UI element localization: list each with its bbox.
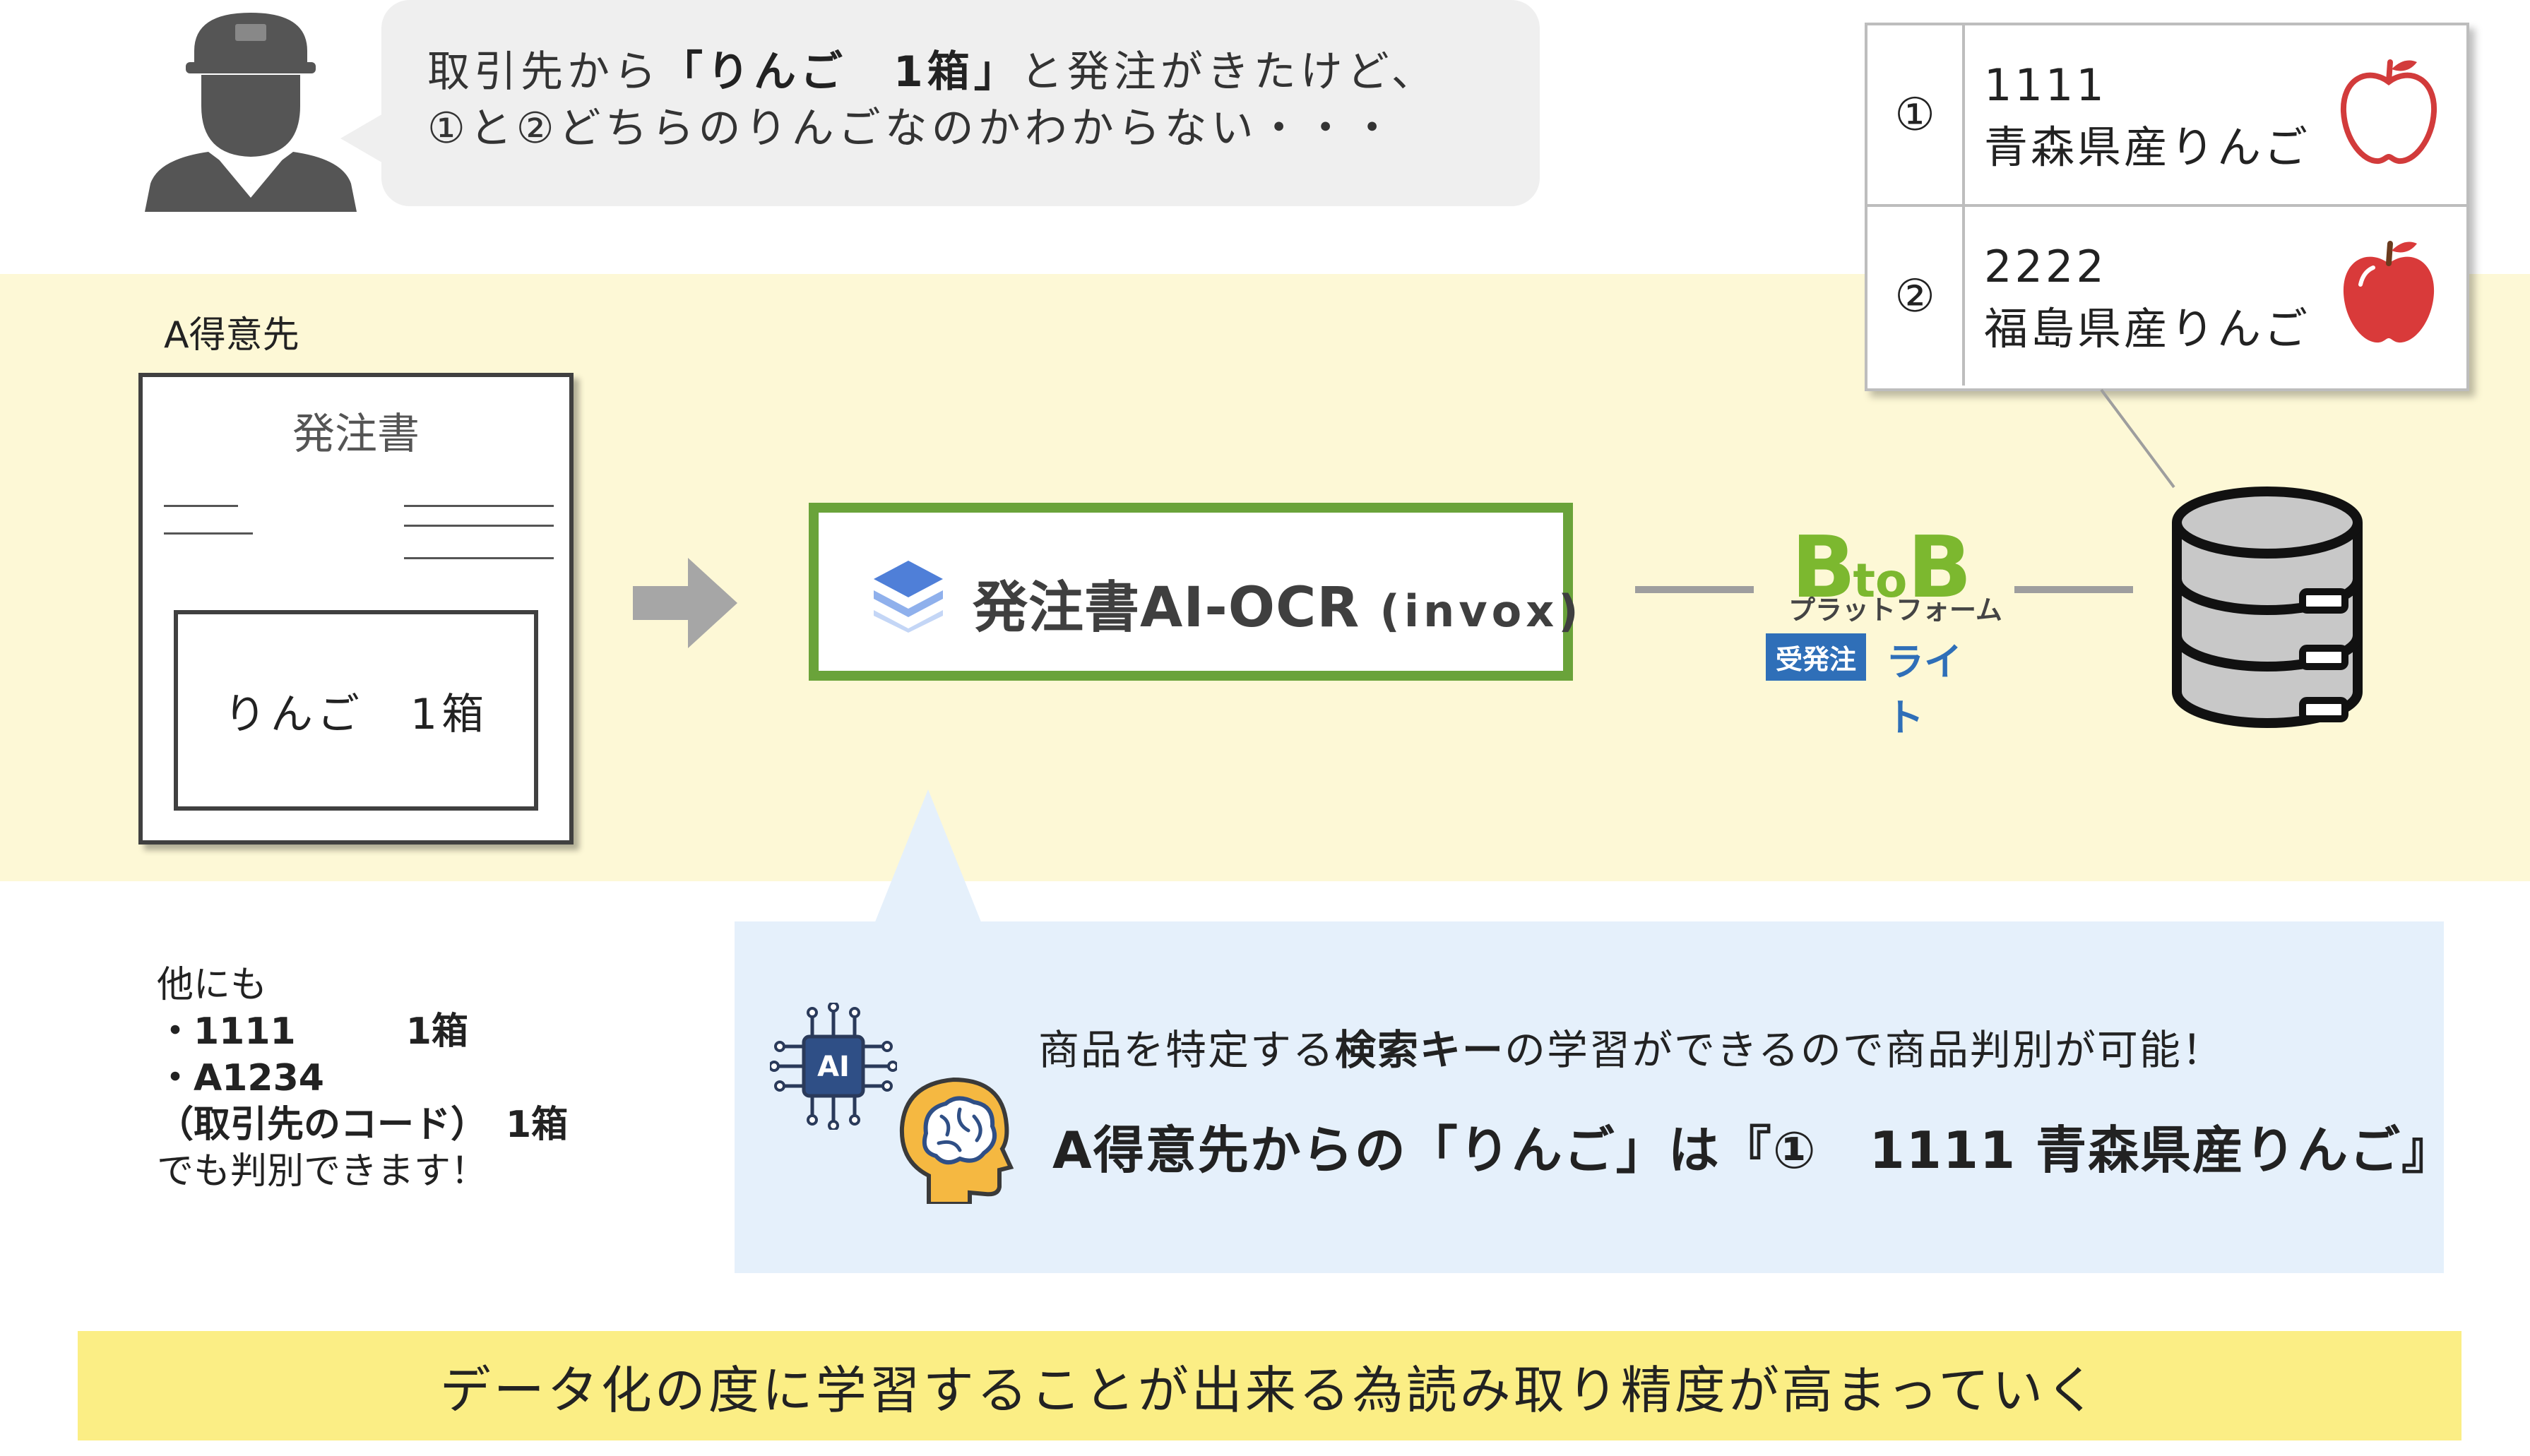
document-line xyxy=(404,525,554,527)
btob-platform-logo: BtoB プラットフォーム 受発注 ライト xyxy=(1766,519,2002,740)
layers-logo-icon xyxy=(874,561,943,633)
product-row: ② 2222 福島県産りんご xyxy=(1867,204,2466,386)
ai-ocr-box: 発注書AI-OCR (invox) xyxy=(809,503,1579,681)
callout-line-1: 商品を特定する検索キーの学習ができるので商品判別が可能！ xyxy=(1038,1017,2224,1076)
callout-post: の学習ができるので商品判別が可能！ xyxy=(1504,1026,2224,1074)
product-row: ① 1111 青森県産りんご xyxy=(1867,25,2466,204)
document-line xyxy=(164,505,238,507)
speech-line1-post: と発注がきたけど、 xyxy=(1020,47,1438,97)
speech-line-2: ①と②どちらのりんごなのかわからない・・・ xyxy=(427,104,1398,153)
product-name: 福島県産りんご xyxy=(1984,303,2311,354)
btob-lite-label: ライト xyxy=(1886,640,1962,740)
speech-line1-bold: 「りんご 1箱」 xyxy=(660,47,1021,97)
btob-b1: B xyxy=(1791,519,1855,617)
ai-ocr-name: 発注書AI-OCR xyxy=(973,576,1360,640)
speech-line-1: 取引先から「りんご 1箱」と発注がきたけど、 xyxy=(427,44,1438,100)
btob-b2: B xyxy=(1907,519,1971,617)
database-icon xyxy=(2172,487,2363,728)
other-line: 他にも xyxy=(157,964,268,1006)
callout-pre: 商品を特定する xyxy=(1038,1026,1336,1074)
footer-text: データ化の度に学習することが出来る為読み取り精度が高まっていく xyxy=(439,1361,2100,1420)
callout-bold: 検索キー xyxy=(1335,1026,1505,1074)
product-code: 2222 xyxy=(1984,241,2107,292)
product-number: ② xyxy=(1867,207,1965,386)
other-line: ・A1234 xyxy=(157,1057,324,1099)
ai-ocr-title: 発注書AI-OCR (invox) xyxy=(973,563,1583,643)
product-table: ① 1111 青森県産りんご ② 2222 福島県産りんご xyxy=(1865,23,2469,391)
callout-result: A得意先からの「りんご」は『① 1111 青森県産りんご』 xyxy=(1052,1121,2454,1180)
product-number: ① xyxy=(1867,25,1965,204)
document-item-box: りんご 1箱 xyxy=(174,610,538,811)
other-line: ・1111 1箱 xyxy=(157,1010,468,1053)
document-line xyxy=(404,557,554,559)
person-icon xyxy=(145,13,357,212)
btob-to: to xyxy=(1853,554,1908,608)
apple-filled-icon xyxy=(2343,241,2435,343)
brain-head-icon xyxy=(899,1077,1014,1204)
document-line xyxy=(404,505,554,507)
customer-label: A得意先 xyxy=(164,314,299,357)
other-line: でも判別できます！ xyxy=(157,1150,488,1193)
speech-text: 取引先から「りんご 1箱」と発注がきたけど、 ①と②どちらのりんごなのかわからな… xyxy=(427,44,1438,157)
order-document: 発注書 りんご 1箱 xyxy=(138,373,574,845)
connector-line xyxy=(2014,586,2133,593)
document-title: 発注書 xyxy=(292,410,420,459)
other-notes: 他にも・1111 1箱・A1234 （取引先のコード） 1箱でも判別できます！ xyxy=(157,962,568,1195)
btob-wordmark: BtoB xyxy=(1791,519,1972,617)
ai-chip-label: AI xyxy=(817,1051,850,1083)
apple-outline-icon xyxy=(2340,59,2437,165)
footer-banner: データ化の度に学習することが出来る為読み取り精度が高まっていく xyxy=(78,1331,2461,1440)
document-item: りんご 1箱 xyxy=(223,689,489,739)
other-line: （取引先のコード） 1箱 xyxy=(157,1104,569,1146)
right-arrow-icon xyxy=(633,558,737,648)
connector-line xyxy=(1635,586,1754,593)
ai-callout xyxy=(735,921,2444,1273)
btob-subtitle: プラットフォーム xyxy=(1788,595,2002,626)
btob-badge: 受発注 xyxy=(1766,633,1867,681)
callout-pointer xyxy=(874,789,982,924)
speech-line1-pre: 取引先から xyxy=(427,47,660,97)
document-line xyxy=(164,532,253,535)
speech-bubble-tail xyxy=(340,113,384,164)
ai-chip-icon: AI xyxy=(770,1003,897,1130)
product-code: 1111 xyxy=(1984,59,2107,111)
speech-bubble xyxy=(381,0,1540,206)
product-name: 青森県産りんご xyxy=(1984,121,2311,173)
ai-ocr-paren: (invox) xyxy=(1379,585,1583,637)
